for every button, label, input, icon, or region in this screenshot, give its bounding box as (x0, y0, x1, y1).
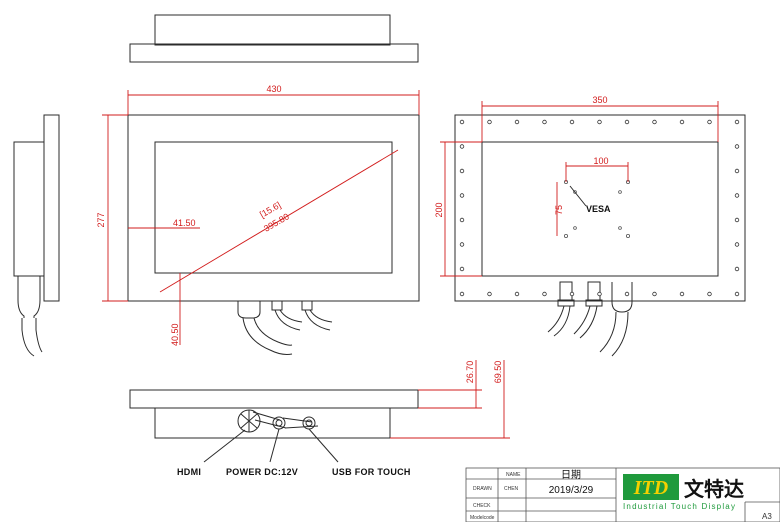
tb-check-label: CHECK (473, 503, 491, 509)
tb-draw-label: DRAWN (473, 486, 492, 492)
screw-hole (624, 291, 630, 297)
screw-hole (734, 217, 740, 223)
back-view (454, 114, 746, 357)
dim-bottom-offset: 40.50 (170, 323, 180, 346)
tb-date-value: 2019/3/29 (549, 485, 594, 496)
tb-model-label: Modelcode (470, 515, 495, 521)
screw-hole (597, 119, 602, 125)
screw-hole (459, 193, 465, 198)
screw-hole (734, 144, 740, 149)
screw-hole (542, 291, 547, 297)
screw-hole (514, 291, 520, 297)
front-view (127, 114, 420, 355)
usb-label: USB FOR TOUCH (332, 467, 411, 477)
dim-left-offset: 41.50 (173, 218, 196, 228)
screw-hole (569, 291, 575, 297)
screw-hole (679, 291, 685, 297)
depth-dimensions: 26.70 69.50 (390, 360, 510, 439)
top-view (129, 14, 419, 63)
screw-hole (652, 119, 657, 125)
tb-name-label: NAME (506, 472, 521, 478)
screw-hole (542, 119, 547, 125)
front-dimensions: 430 277 41.50 [15.6] 395.80 40.50 (96, 84, 420, 346)
screw-hole (487, 291, 492, 297)
screw-hole (734, 291, 740, 297)
screw-hole (679, 119, 685, 125)
screw-hole (459, 119, 465, 125)
screw-hole (459, 291, 465, 297)
screw-hole (459, 217, 465, 223)
tb-sheet: A3 (762, 512, 772, 521)
dim-depth-2: 69.50 (493, 361, 503, 384)
screw-hole (652, 291, 657, 297)
connector-leaders (203, 428, 339, 463)
screw-hole (707, 119, 712, 125)
screw-hole (734, 168, 740, 174)
logo-tagline: Industrial Touch Display (623, 502, 736, 511)
dim-vesa-h: 100 (593, 156, 608, 166)
dim-total-height: 277 (96, 212, 106, 227)
vesa-label: VESA (586, 204, 611, 214)
screw-hole (734, 266, 740, 272)
screw-hole (569, 119, 575, 125)
dim-back-height: 200 (434, 202, 444, 217)
screw-hole (624, 119, 630, 125)
screw-hole (459, 242, 465, 247)
screw-hole (487, 119, 492, 125)
dim-vesa-v: 75 (554, 205, 564, 215)
side-view (13, 114, 60, 357)
screw-hole (459, 168, 465, 174)
back-screw-holes (459, 119, 740, 297)
screw-hole (459, 266, 465, 272)
power-label: POWER DC:12V (226, 467, 298, 477)
logo-letters: ITD (633, 477, 668, 499)
dim-depth-1: 26.70 (465, 361, 475, 384)
screw-hole (734, 193, 740, 198)
dim-total-width: 430 (266, 84, 281, 94)
screw-hole (734, 119, 740, 125)
bottom-view (129, 389, 419, 439)
logo-chinese: 文特达 (684, 477, 744, 501)
screw-hole (707, 291, 712, 297)
screw-hole (459, 144, 465, 149)
back-dimensions: 350 200 100 75 VESA (434, 95, 719, 277)
tb-date-label: 日期 (561, 469, 581, 481)
title-block (465, 467, 780, 522)
screw-hole (514, 119, 520, 125)
screw-hole (597, 291, 602, 297)
screw-hole (734, 242, 740, 247)
hdmi-label: HDMI (177, 467, 201, 477)
tb-draw-name: CHEN (504, 486, 519, 492)
company-logo: ITD 文特达 Industrial Touch Display (623, 474, 744, 511)
dim-back-width: 350 (592, 95, 607, 105)
